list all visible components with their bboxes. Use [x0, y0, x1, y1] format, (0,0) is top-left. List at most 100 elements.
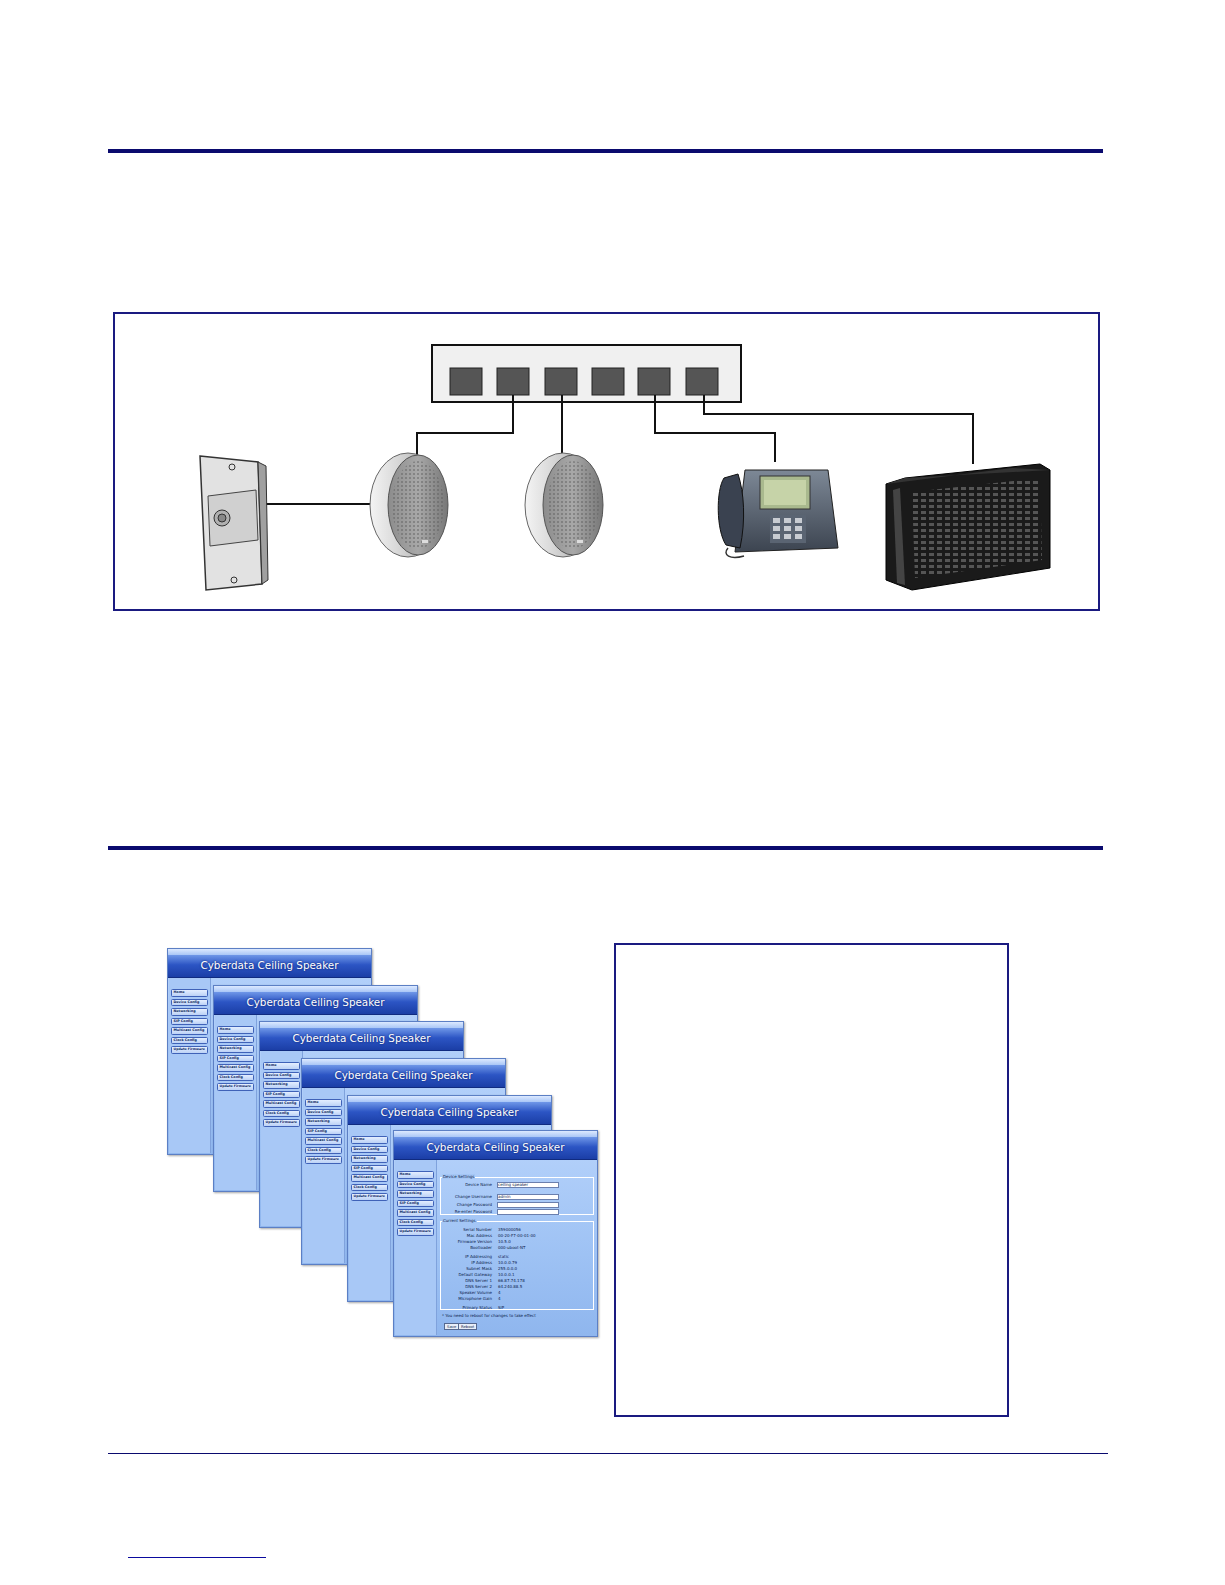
field-value: SIP — [498, 1305, 504, 1310]
menu-button: Clock Config — [397, 1219, 434, 1227]
menu-button-label: Home — [352, 1137, 387, 1143]
menu-button: Clock Config — [305, 1147, 342, 1155]
menu-button-label: SIP Config — [398, 1201, 433, 1207]
menu-button-label: SIP Config — [306, 1129, 341, 1135]
menu-button-label: Device Config — [218, 1037, 253, 1043]
menu-button: SIP Config — [263, 1091, 300, 1099]
menu-button-label: Networking — [398, 1191, 433, 1197]
menu-button: Device Config — [351, 1146, 388, 1154]
menu-button: Multicast Config — [305, 1137, 342, 1145]
menu-button-label: Clock Config — [264, 1111, 299, 1117]
menu-button: Networking — [263, 1081, 300, 1089]
menu-button-label: SIP Config — [218, 1056, 253, 1062]
input-value: ceiling speaker — [498, 1182, 528, 1187]
field-label: Default Gateway — [458, 1272, 492, 1277]
menu-button: Device Config — [263, 1072, 300, 1080]
menu-button: Networking — [397, 1190, 434, 1198]
menu-button-label: Networking — [172, 1009, 207, 1015]
window-title: Cyberdata Ceiling Speaker — [168, 959, 371, 972]
menu-button: Device Config — [397, 1181, 434, 1189]
field-value: 00-20-F7-00-01-00 — [498, 1233, 536, 1238]
menu-button-label: Update Firmware — [172, 1047, 207, 1053]
field-value: 64.240.88.5 — [498, 1284, 522, 1289]
field-label: Speaker Volume — [460, 1290, 492, 1295]
menu-button-label: Multicast Config — [172, 1028, 207, 1034]
text-input — [497, 1209, 559, 1215]
menu-button: Home — [305, 1099, 342, 1107]
menu-button-label: Home — [306, 1100, 341, 1106]
menu-button-label: Networking — [352, 1156, 387, 1162]
form-note: * You need to reboot for changes to take… — [442, 1313, 536, 1318]
field-value: 4 — [498, 1296, 501, 1301]
field-value: 4 — [498, 1290, 501, 1295]
ip-phone — [718, 470, 838, 557]
network-cables — [262, 395, 973, 504]
field-label: DNS Server 2 — [465, 1284, 492, 1289]
window-title: Cyberdata Ceiling Speaker — [348, 1106, 551, 1119]
menu-button: Multicast Config — [171, 1027, 208, 1035]
menu-button-label: Clock Config — [172, 1038, 207, 1044]
menu-button: Update Firmware — [217, 1083, 254, 1091]
menu-button: Update Firmware — [397, 1228, 434, 1236]
menu-button-label: Device Config — [352, 1147, 387, 1153]
window-title: Cyberdata Ceiling Speaker — [302, 1069, 505, 1082]
menu-button: Update Firmware — [351, 1193, 388, 1201]
field-label: Re-enter Password — [455, 1209, 492, 1214]
menu-button: SIP Config — [217, 1055, 254, 1063]
input-value: admin — [498, 1194, 511, 1199]
menu-button: SIP Config — [397, 1200, 434, 1208]
menu-button: Multicast Config — [263, 1100, 300, 1108]
menu-button: Home — [171, 989, 208, 997]
menu-button: Clock Config — [171, 1037, 208, 1045]
menu-button: Multicast Config — [397, 1209, 434, 1217]
menu-button-label: Networking — [306, 1119, 341, 1125]
header-rule — [108, 149, 1103, 153]
menu-button: Clock Config — [217, 1074, 254, 1082]
window-title: Cyberdata Ceiling Speaker — [394, 1141, 597, 1154]
ceiling-speaker — [525, 453, 603, 557]
form-button: Reboot — [458, 1323, 477, 1330]
window-title: Cyberdata Ceiling Speaker — [260, 1032, 463, 1045]
field-label: Subnet Mask — [466, 1266, 492, 1271]
field-value: static — [498, 1254, 509, 1259]
field-label: Serial Number — [463, 1227, 492, 1232]
browser-window: Cyberdata Ceiling SpeakerHomeDevice Conf… — [393, 1130, 598, 1337]
menu-button: Clock Config — [351, 1184, 388, 1192]
menu-button: Home — [397, 1171, 434, 1179]
menu-button-label: Update Firmware — [352, 1194, 387, 1200]
menu-button-label: Multicast Config — [218, 1065, 253, 1071]
menu-button: Update Firmware — [305, 1156, 342, 1164]
field-label: DNS Server 1 — [465, 1278, 492, 1283]
menu-button-label: Multicast Config — [306, 1138, 341, 1144]
menu-button-label: Home — [218, 1027, 253, 1033]
menu-button-label: Networking — [218, 1046, 253, 1052]
menu-button: Networking — [351, 1155, 388, 1163]
menu-button-label: SIP Config — [172, 1019, 207, 1025]
menu-button: Multicast Config — [351, 1174, 388, 1182]
menu-button-label: Device Config — [264, 1073, 299, 1079]
network-switch — [432, 345, 741, 402]
field-label: Microphone Gain — [458, 1296, 492, 1301]
menu-button-label: Home — [264, 1063, 299, 1069]
text-input — [497, 1202, 559, 1208]
menu-button-label: Update Firmware — [264, 1120, 299, 1126]
figure-frame — [114, 313, 1099, 610]
menu-button: Update Firmware — [263, 1119, 300, 1127]
menu-button: Clock Config — [263, 1110, 300, 1118]
menu-button-label: Update Firmware — [398, 1229, 433, 1235]
menu-button-label: Networking — [264, 1082, 299, 1088]
field-value: 66.87.74.178 — [498, 1278, 525, 1283]
window-title: Cyberdata Ceiling Speaker — [214, 996, 417, 1009]
field-value: 359000056 — [498, 1227, 521, 1232]
menu-button: Home — [217, 1026, 254, 1034]
menu-button-label: Update Firmware — [306, 1157, 341, 1163]
field-label: IP Address — [471, 1260, 492, 1265]
field-value: 10.5.0 — [498, 1239, 511, 1244]
field-value: 000-uboot-NT — [498, 1245, 526, 1250]
menu-button: Home — [351, 1136, 388, 1144]
menu-button-label: Home — [398, 1172, 433, 1178]
menu-button-label: Multicast Config — [398, 1210, 433, 1216]
menu-button-label: Multicast Config — [352, 1175, 387, 1181]
menu-button-label: Clock Config — [352, 1185, 387, 1191]
